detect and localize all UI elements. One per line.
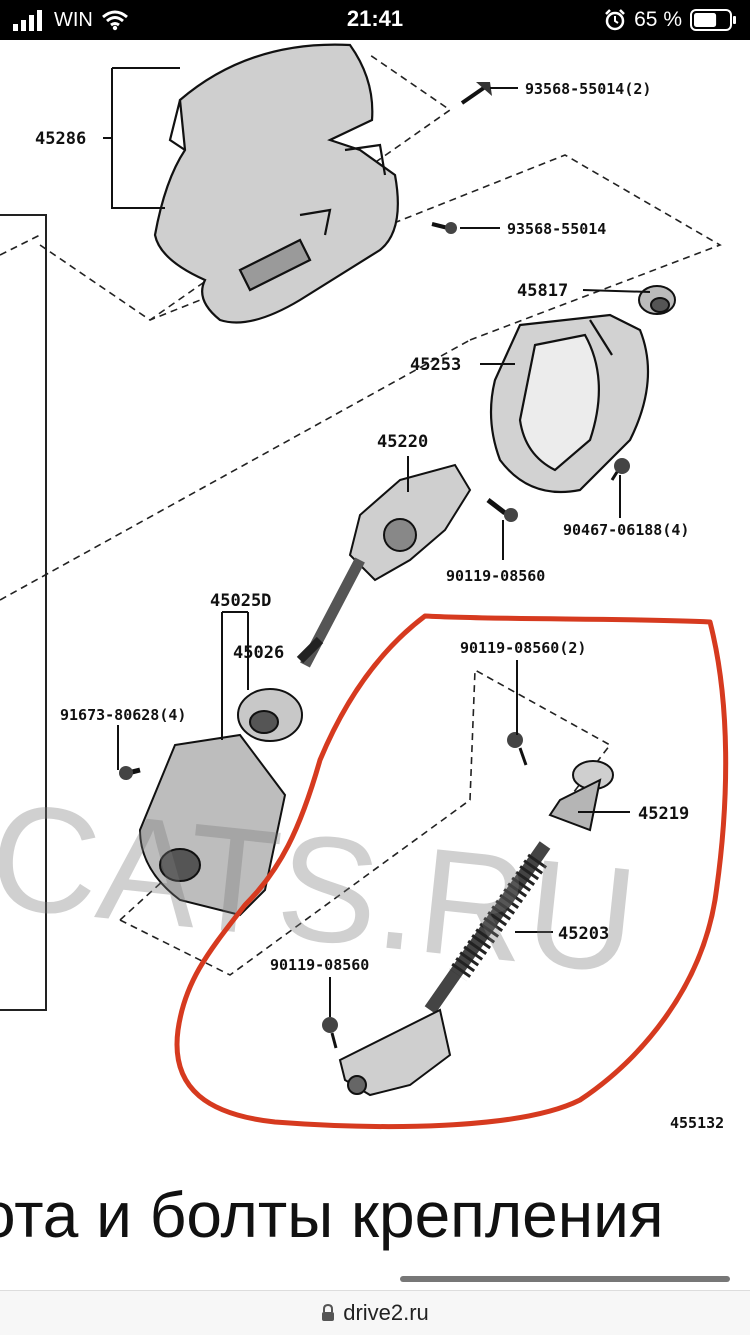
- bushing-part: [237, 688, 303, 742]
- part-number-91673-80628-4: 91673-80628(4): [60, 706, 186, 724]
- part-number-45219: 45219: [638, 804, 689, 824]
- figure-id: 455132: [670, 1114, 724, 1132]
- battery-percent: 65 %: [634, 8, 682, 31]
- steering-column-diagram: CATS.RU 45286 93568-55014(2) 93568-55014…: [0, 43, 729, 1132]
- part-number-45817: 45817: [517, 281, 568, 301]
- screw-icon: [431, 222, 457, 234]
- boot-part: [138, 733, 287, 917]
- part-number-45253: 45253: [410, 355, 461, 375]
- battery-icon: [690, 9, 736, 31]
- part-number-90119-08560-a: 90119-08560: [446, 567, 545, 585]
- post-caption: ота и болты крепления: [0, 1179, 664, 1251]
- yoke-part: [548, 760, 614, 832]
- part-number-45220: 45220: [377, 432, 428, 452]
- carrier-name: WIN: [54, 8, 93, 31]
- url-text[interactable]: drive2.ru: [343, 1300, 429, 1325]
- bolt-icon: [322, 1017, 338, 1049]
- upper-shaft-part: [296, 463, 472, 668]
- bolt-icon: [507, 732, 528, 766]
- left-partial-frame: [0, 214, 47, 1011]
- status-bar: WIN 21:41 65 %: [0, 0, 750, 40]
- part-number-90119-08560-b: 90119-08560: [270, 956, 369, 974]
- part-number-93568-55014-2: 93568-55014(2): [525, 80, 651, 98]
- lock-icon: [322, 1304, 335, 1321]
- parts-diagram: CATS.RU 45286 93568-55014(2) 93568-55014…: [0, 40, 750, 1150]
- screw-icon: [460, 82, 492, 105]
- leader-lines: [103, 67, 651, 1017]
- part-number-93568-55014: 93568-55014: [507, 220, 606, 238]
- grommet-part: [638, 285, 676, 315]
- bolt-icon: [486, 498, 518, 522]
- bolt-icon: [119, 766, 141, 780]
- alarm-icon: [605, 9, 626, 31]
- column-housing-part: [489, 313, 650, 494]
- intermediate-shaft-part: [338, 841, 551, 1097]
- clock: 21:41: [346, 6, 404, 31]
- part-number-90467-06188-4: 90467-06188(4): [563, 521, 689, 539]
- highlight-outline: [174, 613, 729, 1130]
- part-number-45203: 45203: [558, 924, 609, 944]
- part-number-45025D: 45025D: [210, 591, 271, 611]
- part-number-90119-08560-2: 90119-08560(2): [460, 639, 586, 657]
- signal-icon: [13, 10, 42, 31]
- part-number-45286: 45286: [35, 129, 86, 149]
- wifi-icon: [101, 10, 128, 31]
- column-cover-part: [153, 43, 399, 324]
- browser-url-bar[interactable]: drive2.ru: [0, 1290, 750, 1335]
- bolt-icon: [610, 458, 630, 481]
- scroll-indicator: [400, 1276, 730, 1282]
- part-number-45026: 45026: [233, 643, 284, 663]
